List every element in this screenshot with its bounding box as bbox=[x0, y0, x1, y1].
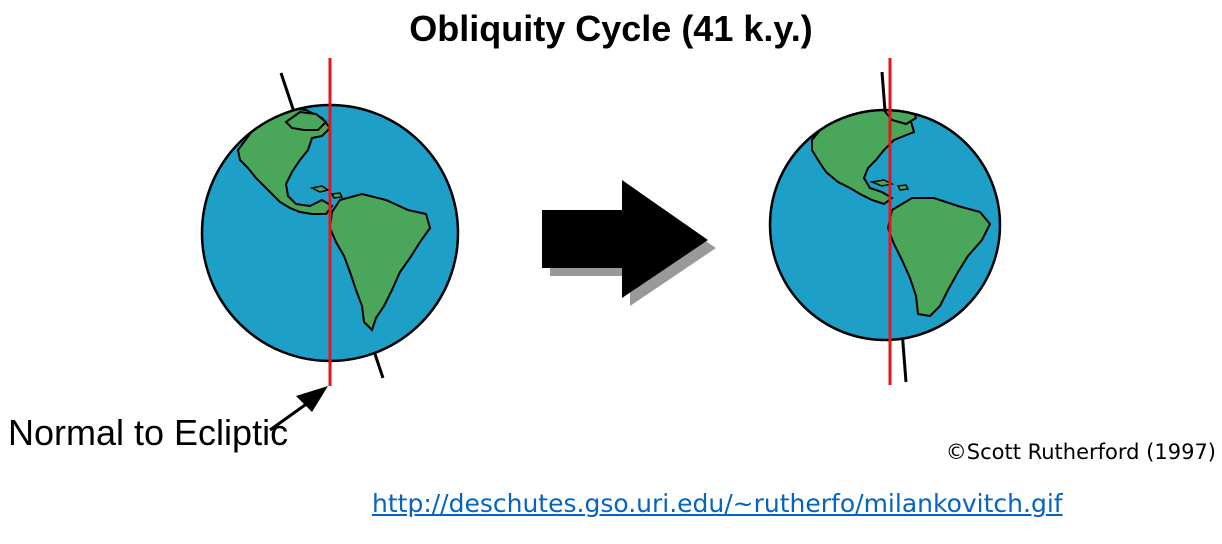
caribbean-right bbox=[869, 179, 910, 191]
diagram-title: Obliquity Cycle (41 k.y.) bbox=[409, 8, 813, 49]
greenland-left bbox=[284, 110, 328, 131]
earth-globe-right bbox=[768, 71, 1002, 383]
normal-to-ecliptic-label: Normal to Ecliptic bbox=[8, 412, 289, 453]
right-arrow-icon bbox=[542, 180, 716, 306]
caribbean-left bbox=[309, 185, 344, 199]
south-america-right bbox=[886, 197, 992, 318]
south-america-left bbox=[328, 192, 432, 332]
pointer-arrow bbox=[269, 386, 328, 432]
source-link[interactable]: http://deschutes.gso.uri.edu/~rutherfo/m… bbox=[372, 489, 1063, 518]
copyright-credit: ©Scott Rutherford (1997) bbox=[945, 440, 1216, 464]
